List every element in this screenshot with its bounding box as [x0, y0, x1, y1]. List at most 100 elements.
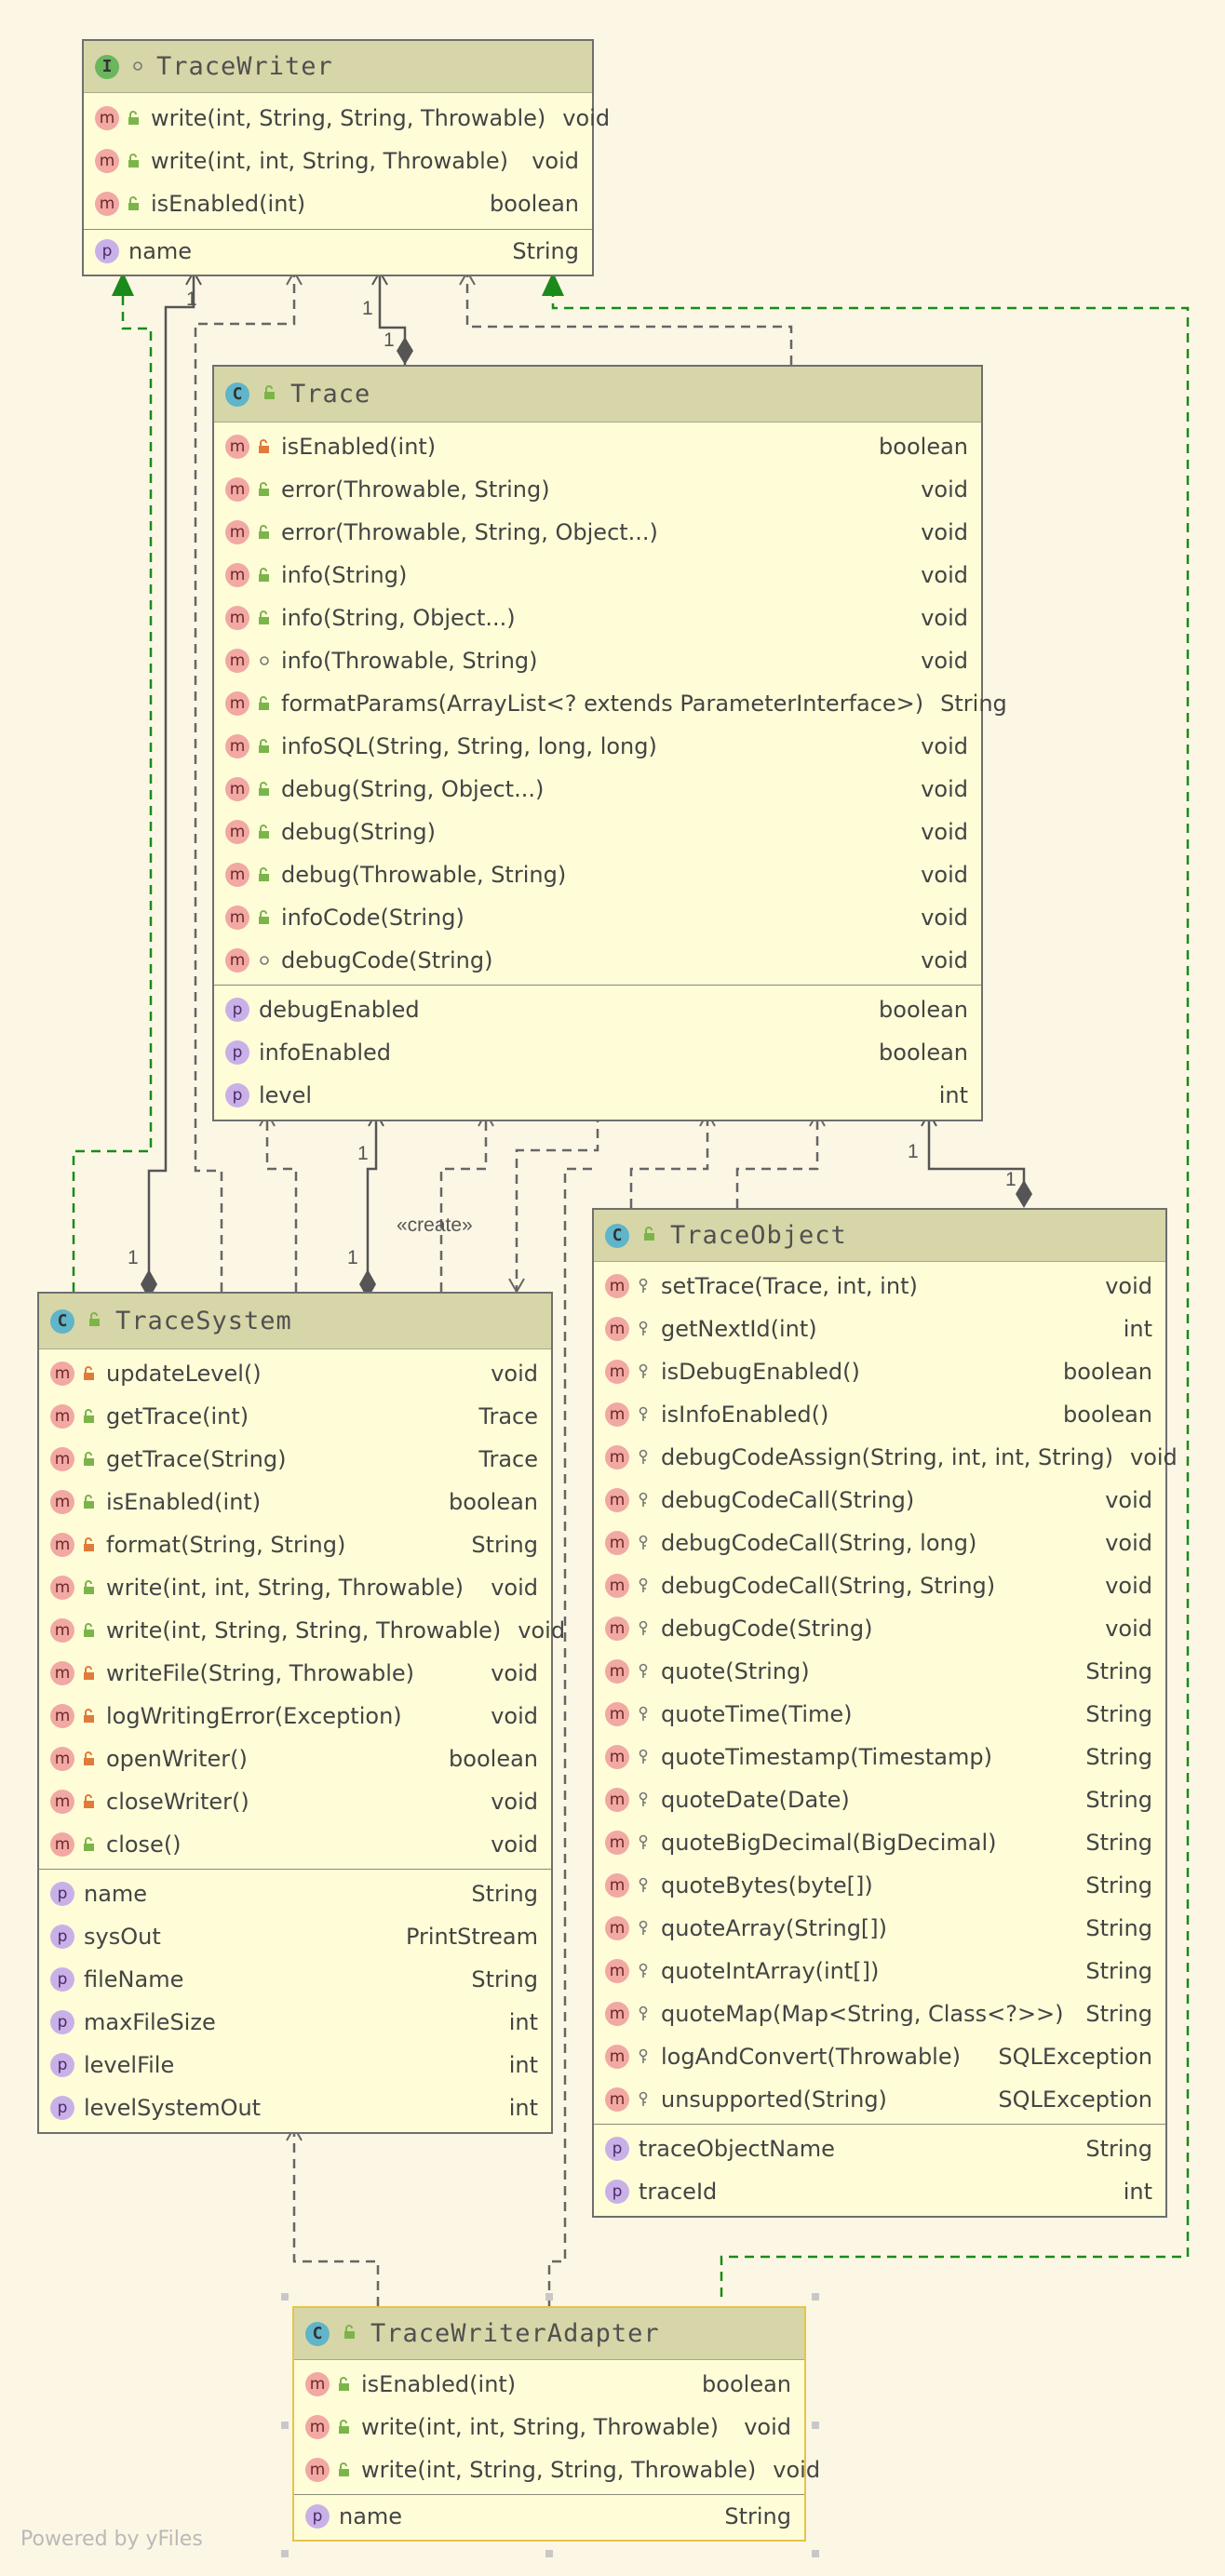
method-icon: m — [605, 1788, 629, 1812]
public-lock-icon — [257, 909, 272, 926]
class-header[interactable]: C TraceObject — [594, 1210, 1165, 1262]
method-signature: getTrace(int) — [106, 1403, 249, 1429]
class-header[interactable]: I TraceWriter — [84, 41, 592, 93]
class-header[interactable]: C TraceSystem — [39, 1294, 551, 1349]
class-header[interactable]: C TraceWriterAdapter — [294, 2308, 804, 2360]
method-icon: m — [50, 1704, 74, 1728]
return-type: SQLException — [998, 2044, 1152, 2070]
selection-handle[interactable] — [545, 2293, 553, 2301]
return-type: String — [471, 1532, 538, 1558]
return-type: void — [921, 476, 968, 503]
return-type: void — [921, 862, 968, 888]
selection-handle[interactable] — [281, 2550, 289, 2557]
property-icon: p — [50, 2010, 74, 2034]
method-signature: infoCode(String) — [281, 905, 464, 931]
protected-key-icon — [637, 1877, 652, 1894]
public-lock-icon — [82, 1622, 97, 1639]
selection-handle[interactable] — [812, 2550, 819, 2557]
selection-handle[interactable] — [281, 2422, 289, 2429]
selection-handle[interactable] — [812, 2422, 819, 2429]
property-icon: p — [50, 2096, 74, 2120]
return-type: String — [940, 691, 1007, 717]
return-type: boolean — [1063, 1402, 1152, 1428]
selection-handle[interactable] — [545, 2550, 553, 2557]
return-type: void — [1105, 1530, 1152, 1556]
multiplicity-label: 1 — [347, 1247, 358, 1268]
class-header[interactable]: C Trace — [214, 367, 981, 423]
selection-handle[interactable] — [281, 2293, 289, 2301]
selection-handle[interactable] — [812, 2293, 819, 2301]
